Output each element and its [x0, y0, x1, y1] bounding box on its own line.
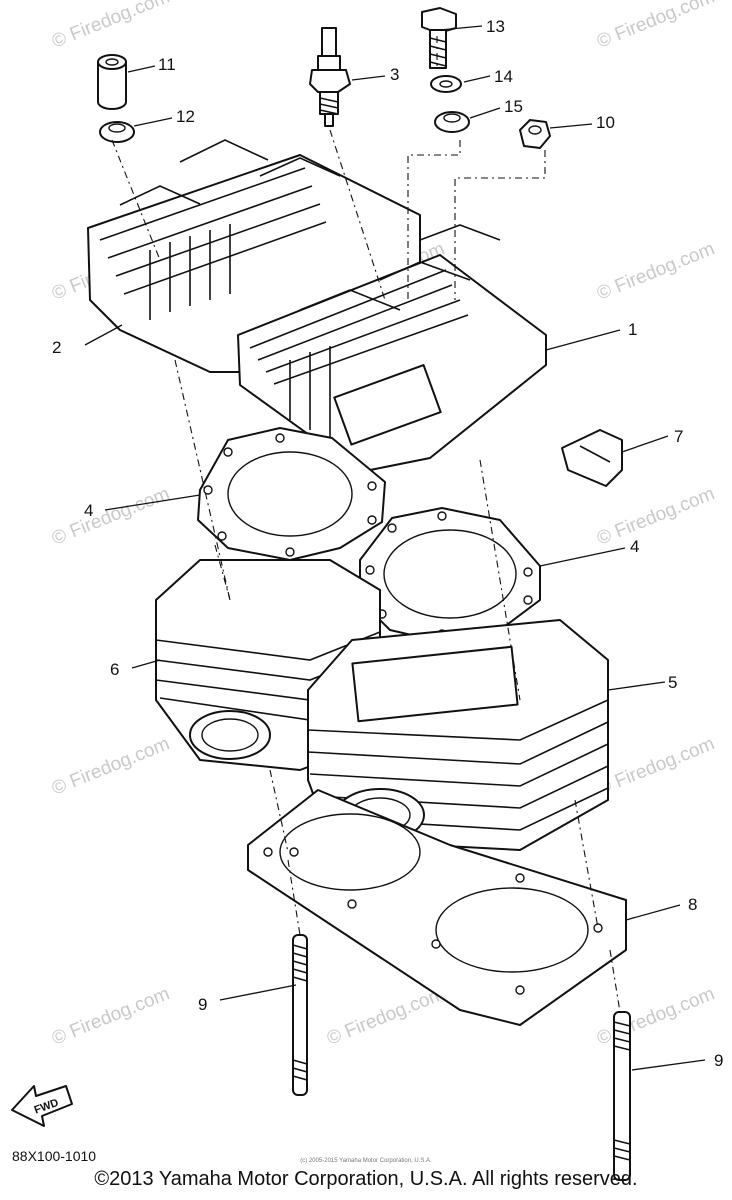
watermark-5: © Firedog.com [594, 238, 718, 304]
callout-12: 12 [176, 107, 195, 126]
callout-13: 13 [486, 17, 505, 36]
callout-10: 10 [596, 113, 615, 132]
callout-1: 1 [628, 320, 637, 339]
cylinder-head-1 [237, 224, 547, 471]
copyright-text: ©2013 Yamaha Motor Corporation, U.S.A. A… [94, 1168, 638, 1190]
nut-10 [519, 119, 551, 149]
stud-9-left [292, 934, 308, 1096]
fwd-arrow-icon: FWD [11, 1085, 73, 1127]
callouts: 1 2 3 4 4 5 6 7 8 9 9 10 11 12 13 14 15 [52, 17, 723, 1070]
callout-9-right: 9 [714, 1051, 723, 1070]
washer-15 [434, 111, 470, 133]
washer-12 [99, 121, 135, 143]
spark-plug-3 [309, 27, 351, 127]
watermark-13: © Firedog.com [594, 983, 718, 1049]
stud-9-right [613, 1011, 631, 1181]
callout-8: 8 [688, 895, 697, 914]
clip-7 [561, 429, 623, 487]
alignment-lines [111, 36, 621, 1013]
head-gasket-4-rear [197, 427, 386, 561]
watermark-10: © Firedog.com [594, 733, 718, 799]
leader-lines [84, 25, 706, 1071]
callout-2: 2 [52, 338, 61, 357]
head-gasket-4-front [359, 507, 541, 643]
callout-14: 14 [494, 67, 513, 86]
callout-9-left: 9 [198, 995, 207, 1014]
callout-6: 6 [110, 660, 119, 679]
callout-15: 15 [504, 97, 523, 116]
watermark-7: © Firedog.com [594, 483, 718, 549]
watermark-8: © Firedog.com [49, 733, 173, 799]
watermark-11: © Firedog.com [49, 983, 173, 1049]
spacer-11 [97, 54, 127, 110]
callout-4-rear: 4 [84, 501, 93, 520]
tiny-copyright: (c) 2005-2015 Yamaha Motor Corporation, … [300, 1158, 432, 1164]
base-gasket-8 [247, 789, 627, 1026]
callout-11: 11 [158, 55, 176, 74]
callout-5: 5 [668, 673, 677, 692]
watermark-6: © Firedog.com [49, 483, 173, 549]
diagram-code: 88X100-1010 [12, 1148, 97, 1164]
watermark-2: © Firedog.com [594, 0, 718, 53]
callout-4-front: 4 [630, 537, 639, 556]
callout-3: 3 [390, 65, 399, 84]
bolt-13 [421, 7, 457, 69]
watermark-12: © Firedog.com [324, 983, 448, 1049]
watermark-1: © Firedog.com [49, 0, 173, 53]
callout-7: 7 [674, 427, 683, 446]
